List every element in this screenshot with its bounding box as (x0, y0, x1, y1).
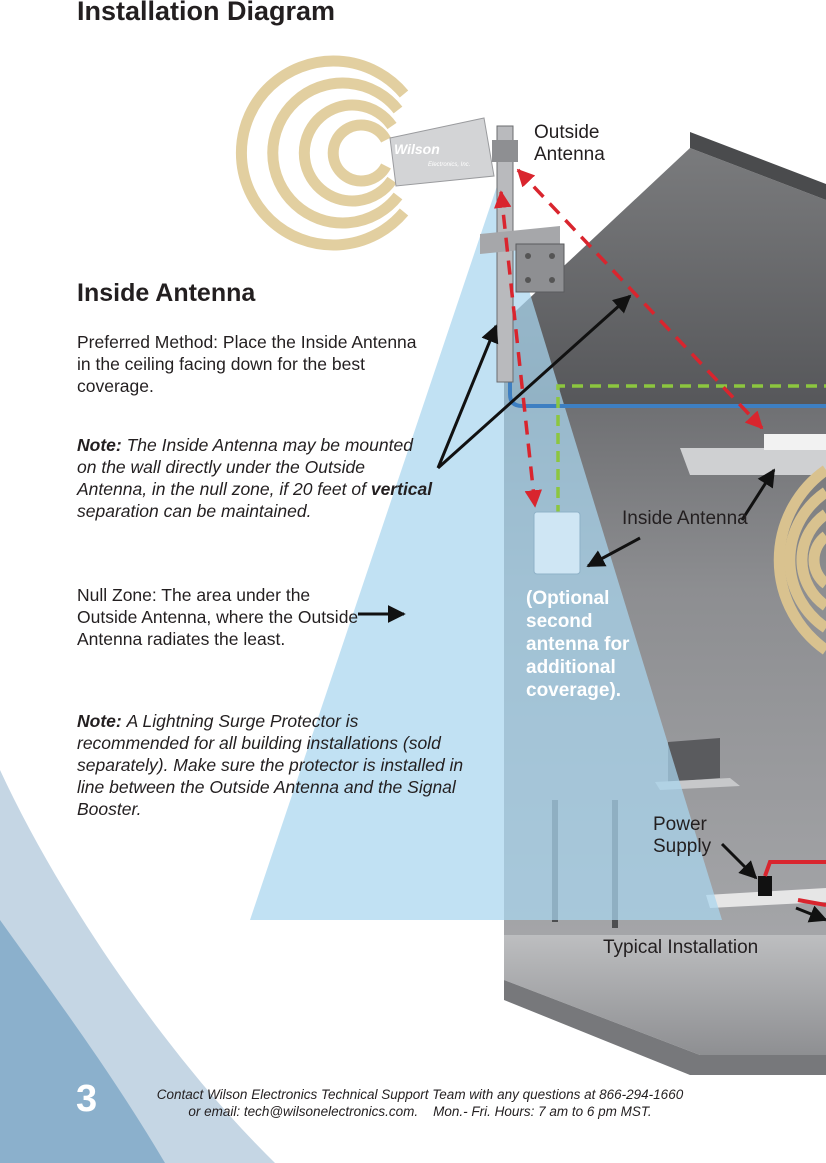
page-corner-decoration (0, 770, 275, 1163)
page-number: 3 (76, 1078, 98, 1120)
callout-arrows (358, 294, 826, 923)
outside-antenna-coverage-cone (250, 186, 722, 920)
outside-antenna-label: Outside Antenna (534, 122, 605, 165)
note-inside-antenna: Note: The Inside Antenna may be mounted … (77, 434, 435, 522)
note-label: Note: (77, 435, 122, 455)
note-text-after: separation can be maintained. (77, 501, 312, 521)
inside-signal-waves (773, 465, 826, 655)
note-text-before: The Inside Antenna may be mounted on the… (77, 435, 413, 499)
power-supply-label: Power Supply (653, 814, 712, 857)
preferred-method-text: Preferred Method: Place the Inside Anten… (77, 332, 417, 396)
footer-contact: Contact Wilson Electronics Technical Sup… (110, 1086, 730, 1120)
optional-antenna-label: (Optional second antenna for additional … (526, 588, 630, 701)
typical-installation-label: Typical Installation (603, 937, 759, 958)
outside-signal-waves (235, 55, 409, 251)
page-title: Installation Diagram (77, 0, 336, 26)
note-surge-protector: Note: A Lightning Surge Protector is rec… (77, 710, 469, 820)
signal-path-arrows (493, 168, 764, 508)
wilson-antenna-icon: Wilson Electronics, Inc. (389, 117, 495, 187)
section-heading: Inside Antenna (77, 279, 256, 307)
optional-wall-antenna (533, 511, 581, 575)
antenna-brand-sublabel: Electronics, Inc. (428, 162, 470, 168)
inside-antenna-label: Inside Antenna (622, 508, 748, 529)
antenna-brand-label: Wilson (394, 141, 440, 157)
null-zone-text: Null Zone: The area under the Outside An… (77, 585, 359, 649)
footer-line-1: Contact Wilson Electronics Technical Sup… (156, 1087, 684, 1102)
footer-line-2: or email: tech@wilsonelectronics.com. Mo… (188, 1104, 652, 1119)
note-text: A Lightning Surge Protector is recommend… (77, 711, 464, 819)
note-emphasis: vertical (370, 479, 433, 499)
note-label: Note: (77, 711, 122, 731)
